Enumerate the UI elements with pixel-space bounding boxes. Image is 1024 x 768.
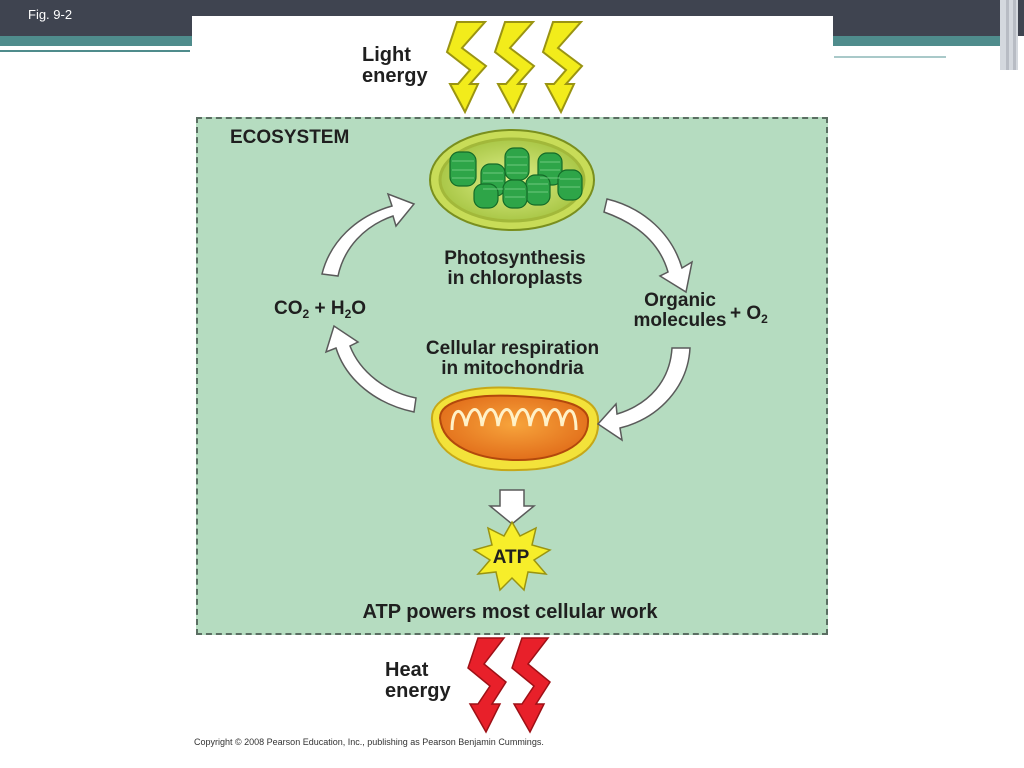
atp-arrow-icon	[487, 489, 537, 525]
plus-h-text: + H	[309, 298, 345, 319]
oxygen-label: + O2	[730, 304, 768, 326]
heat-energy-label: Heat energy	[385, 660, 475, 702]
copyright-notice: Copyright © 2008 Pearson Education, Inc.…	[194, 737, 544, 747]
organic-line: Organic	[644, 290, 716, 311]
plus-o2-text: + O	[730, 303, 762, 324]
respiration-line: in mitochondria	[441, 357, 584, 379]
o2-subscript: 2	[761, 312, 768, 326]
figure-label: Fig. 9-2	[28, 7, 73, 22]
respiration-label: Cellular respiration in mitochondria	[405, 339, 620, 379]
light-energy-line: Light	[362, 44, 411, 66]
slide-teal-line-right	[834, 56, 946, 58]
heat-bolt-icon	[511, 637, 551, 734]
slide-teal-line	[0, 50, 190, 52]
co2-subscript: 2	[302, 307, 310, 321]
organic-line: molecules	[633, 309, 727, 331]
co2-text: CO	[274, 298, 303, 319]
heat-energy-line: energy	[385, 680, 451, 702]
h2-subscript: 2	[344, 307, 352, 321]
slide-right-stripe	[1006, 0, 1009, 70]
respiration-line: Cellular respiration	[425, 338, 600, 359]
photosynthesis-label: Photosynthesis in chloroplasts	[420, 249, 610, 289]
heat-energy-line: Heat	[385, 659, 429, 681]
ecosystem-title: ECOSYSTEM	[230, 127, 350, 148]
light-bolt-icon	[445, 21, 488, 115]
light-energy-line: energy	[362, 65, 428, 87]
chloroplast-icon	[429, 129, 595, 231]
light-bolt-icon	[541, 21, 584, 115]
atp-label: ATP	[492, 547, 530, 568]
slide-right-stripe	[1013, 0, 1016, 70]
atp-star-icon	[472, 520, 552, 592]
light-energy-label: Light energy	[362, 45, 452, 87]
light-bolt-icon	[493, 21, 536, 115]
mitochondrion-icon	[430, 386, 600, 472]
cycle-arrow-icon	[321, 192, 694, 442]
o-text: O	[351, 298, 367, 319]
photosynthesis-line: in chloroplasts	[447, 267, 583, 289]
atp-powers-caption: ATP powers most cellular work	[362, 601, 658, 623]
co2-water-label: CO2 + H2O	[274, 299, 366, 321]
organic-molecules-label: Organic molecules	[615, 291, 745, 331]
heat-bolt-icon	[467, 637, 507, 734]
photosynthesis-line: Photosynthesis	[444, 248, 586, 269]
